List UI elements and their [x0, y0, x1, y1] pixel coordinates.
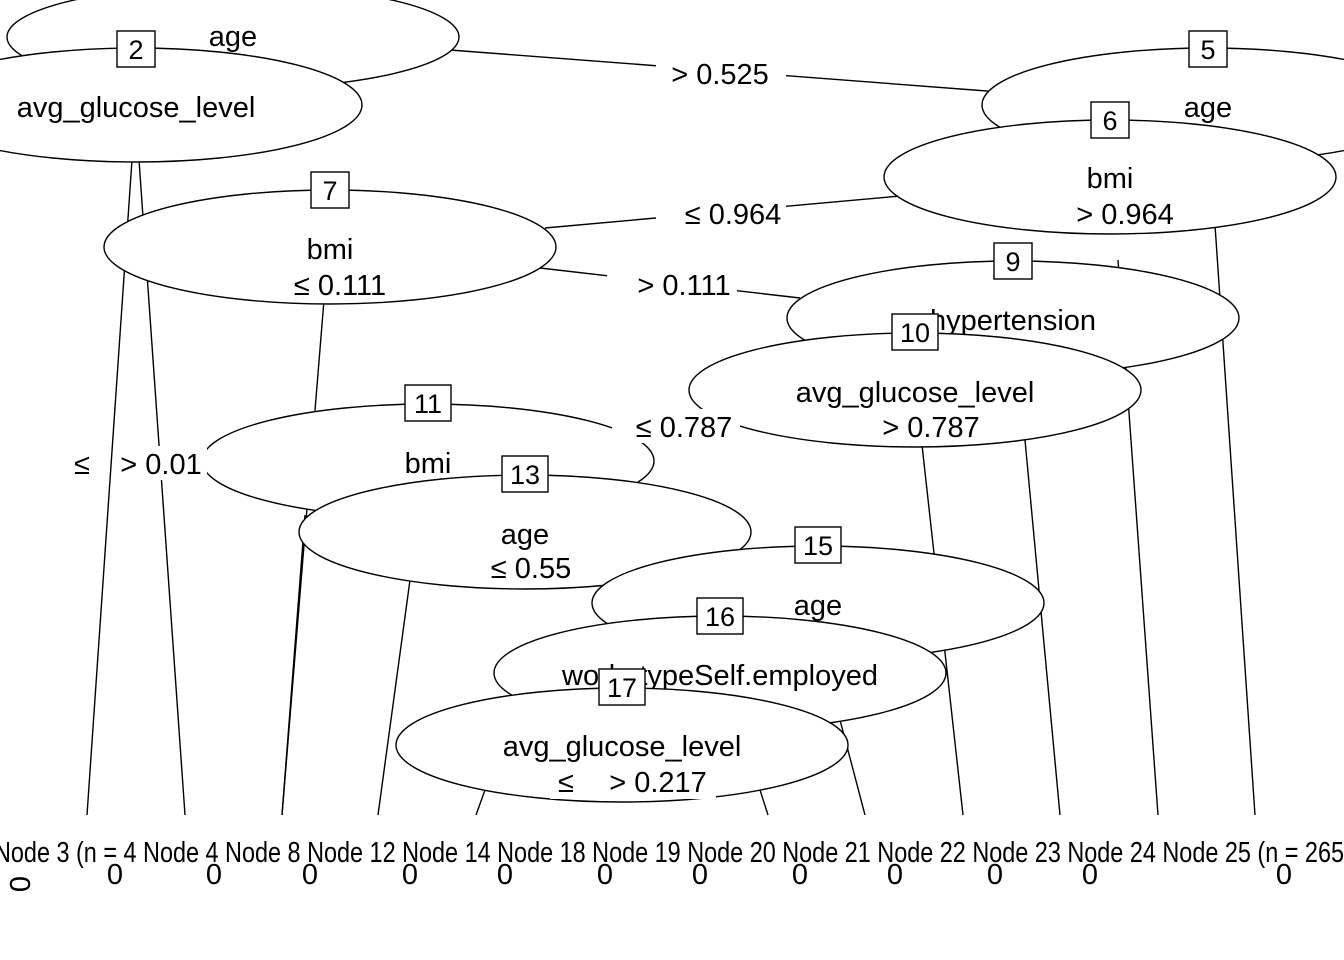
- svg-text:13: 13: [510, 460, 540, 490]
- edge-label: ≤ 0.111: [294, 270, 386, 302]
- node-label: age: [1184, 92, 1232, 124]
- node-label: bmi: [307, 234, 354, 266]
- node-label: age: [794, 590, 842, 622]
- node-label: avg_glucose_level: [796, 377, 1035, 409]
- terminal-value: 0: [302, 859, 318, 891]
- node-id-15: 15: [794, 526, 842, 564]
- edge-label: ≤: [558, 767, 574, 799]
- edge-label: ≤ 0.964: [685, 199, 782, 231]
- edge-10-23: [1024, 439, 1061, 816]
- svg-text:5: 5: [1200, 35, 1215, 65]
- node-id-17: 17: [598, 668, 646, 706]
- node-id-boxes: 2 5 6 7 9 10 11 13: [116, 30, 1228, 706]
- node-id-2: 2: [116, 30, 156, 68]
- terminal-value: 0: [987, 859, 1003, 891]
- node-label: avg_glucose_level: [503, 731, 742, 763]
- node-id-5: 5: [1188, 30, 1228, 68]
- svg-text:7: 7: [322, 176, 337, 206]
- svg-text:17: 17: [607, 673, 637, 703]
- svg-text:10: 10: [900, 318, 930, 348]
- edge-label: > 0.964: [1076, 199, 1174, 231]
- node-id-11: 11: [404, 384, 452, 422]
- svg-text:9: 9: [1005, 247, 1020, 277]
- svg-text:6: 6: [1102, 106, 1117, 136]
- edge-label: > 0.01: [120, 449, 201, 481]
- node-id-7: 7: [310, 171, 350, 209]
- edge-label: > 0.111: [637, 270, 730, 302]
- edge-label: > 0.787: [882, 412, 980, 444]
- terminal-value: 0: [792, 859, 808, 891]
- tree-node-7: bmi: [103, 189, 557, 305]
- node-label: age: [209, 21, 257, 53]
- terminal-labels: Node 3 (n = 4 Node 4 Node 8 Node 12 Node…: [0, 837, 1344, 869]
- svg-text:16: 16: [705, 602, 735, 632]
- terminal-value: 0: [497, 859, 513, 891]
- tree-node-10: avg_glucose_level: [688, 332, 1142, 448]
- edge-17-18: [475, 789, 486, 816]
- terminal-value: 0: [1082, 859, 1098, 891]
- edge-label: ≤: [74, 449, 90, 481]
- edge-label: > 0.525: [671, 59, 769, 91]
- edge-label: ≤ 0.55: [491, 553, 571, 585]
- tree-node-17: avg_glucose_level: [395, 687, 849, 803]
- terminal-value: 0: [402, 859, 418, 891]
- node-label: avg_glucose_level: [17, 92, 256, 124]
- edge-label: > 0.217: [609, 767, 707, 799]
- terminal-nodes: Node 3 (n = 4 Node 4 Node 8 Node 12 Node…: [0, 837, 1344, 892]
- terminal-value: 0: [1276, 859, 1292, 891]
- edge-labels: > 0.525 ≤ 0.964 > 0.964 ≤ 0.111 > 0.111 …: [66, 55, 1188, 799]
- node-label: bmi: [1087, 163, 1134, 195]
- terminal-value: 0: [5, 876, 37, 892]
- terminal-value: 0: [692, 859, 708, 891]
- terminal-values: 0 0 0 0 0 0 0 0 0 0 0 0 0: [5, 859, 1292, 892]
- terminal-value: 0: [206, 859, 222, 891]
- node-id-16: 16: [696, 597, 744, 635]
- svg-text:2: 2: [128, 35, 143, 65]
- svg-text:11: 11: [414, 389, 442, 419]
- terminal-value: 0: [597, 859, 613, 891]
- terminal-value: 0: [107, 859, 123, 891]
- node-id-10: 10: [891, 313, 939, 351]
- terminal-value: 0: [887, 859, 903, 891]
- node-id-13: 13: [501, 455, 549, 493]
- svg-text:15: 15: [803, 531, 833, 561]
- node-id-6: 6: [1090, 101, 1130, 139]
- edge-13-14: [377, 579, 411, 816]
- node-label: bmi: [405, 448, 452, 480]
- tree-node-13: age: [298, 474, 752, 590]
- node-label: age: [501, 519, 549, 551]
- edge-16-19: [759, 789, 769, 816]
- edge-label: ≤ 0.787: [636, 412, 733, 444]
- node-label: hypertension: [930, 305, 1096, 337]
- edge-11-12: [281, 514, 306, 816]
- node-id-9: 9: [993, 242, 1033, 280]
